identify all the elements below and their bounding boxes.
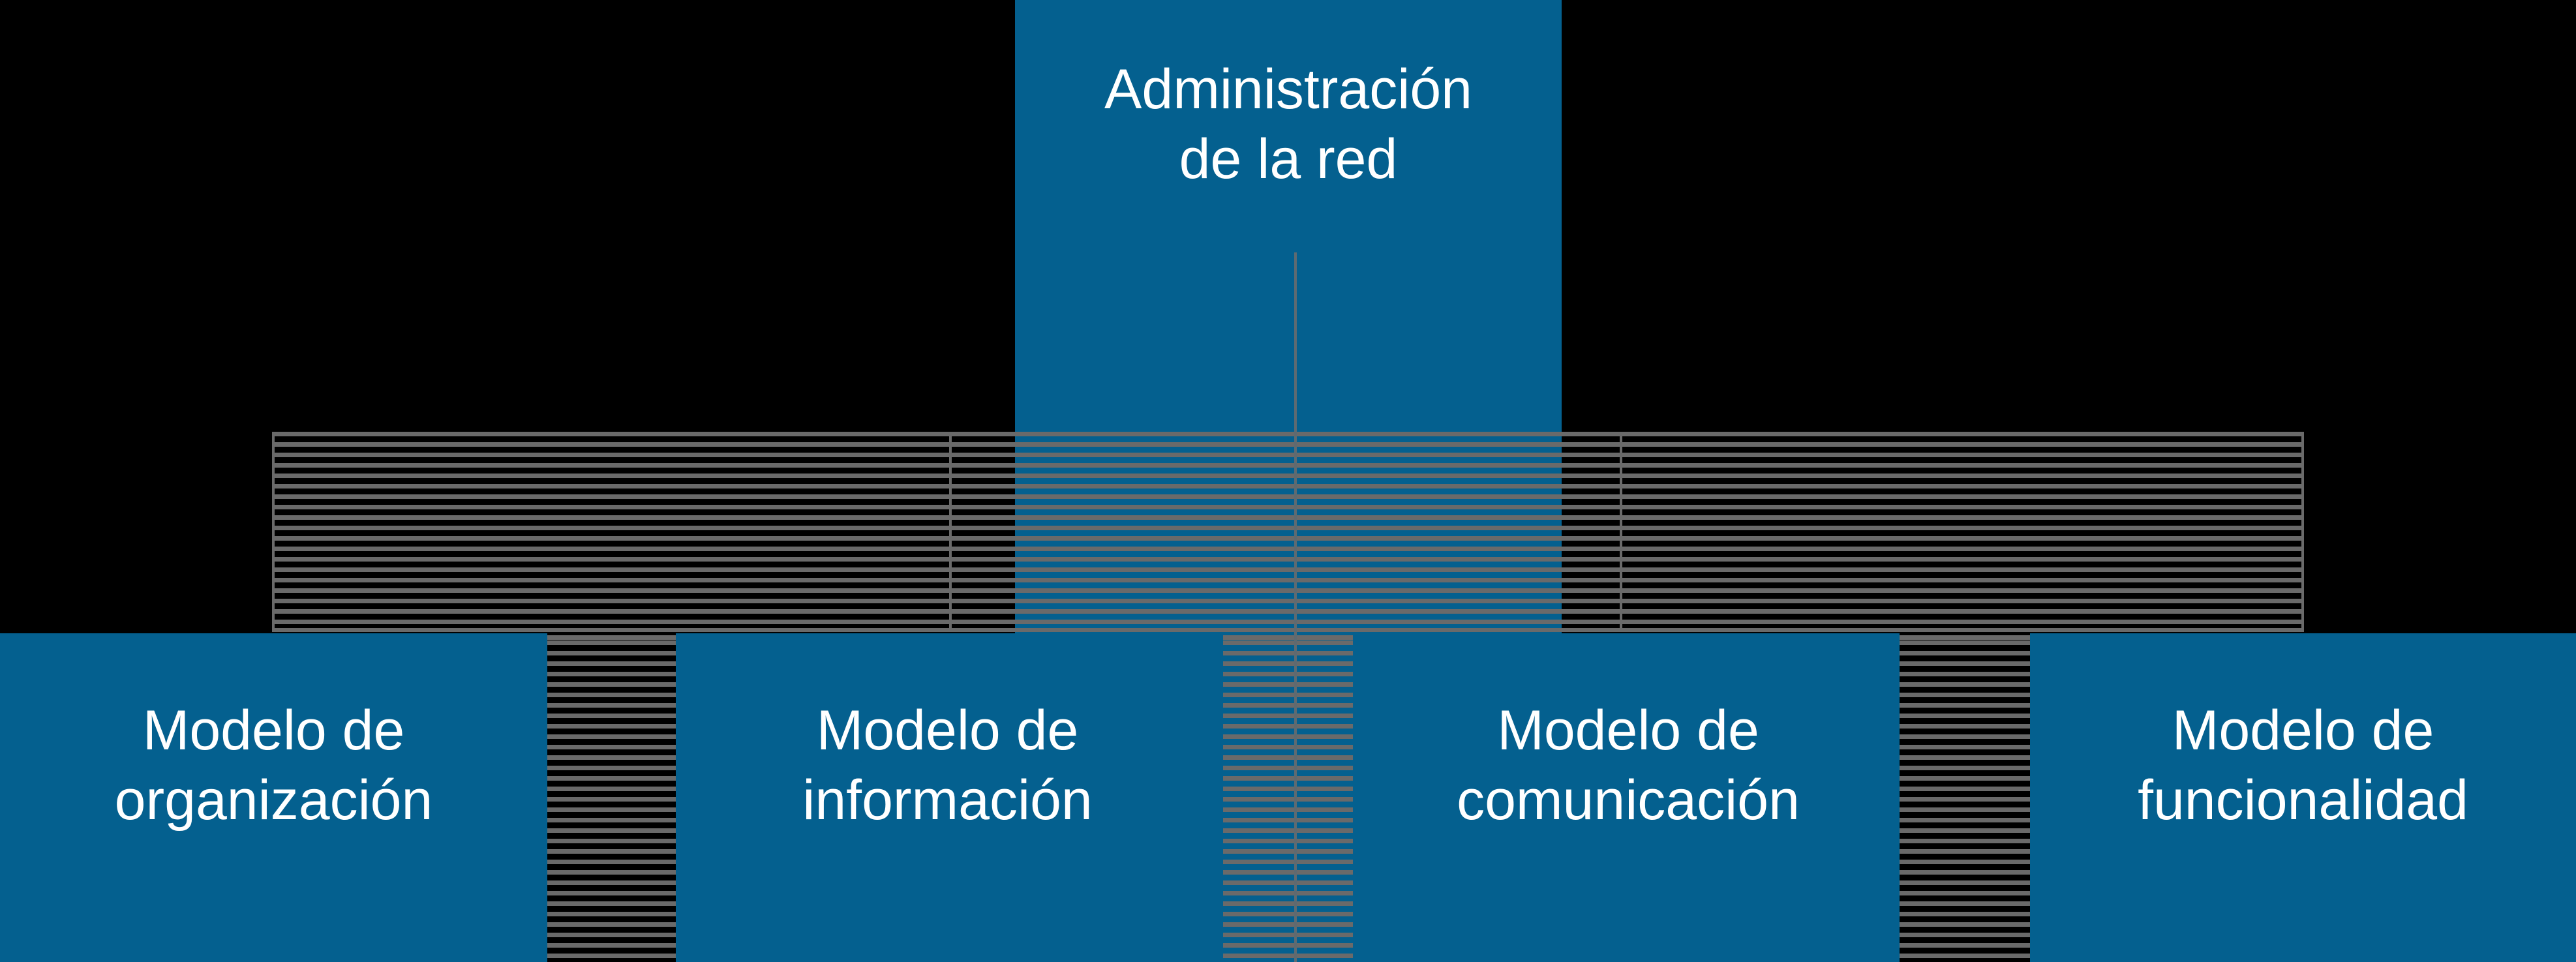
- node-label: Modelo de funcionalidad: [2030, 696, 2576, 835]
- connector-column-center: [1223, 633, 1353, 962]
- node-label: Modelo de información: [676, 696, 1219, 835]
- node-label-line: Modelo de: [142, 699, 405, 762]
- node-modelo-de-organizacion: Modelo de organización: [0, 633, 547, 962]
- node-label: Administración de la red: [1015, 55, 1562, 194]
- node-label-line: Administración: [1104, 58, 1472, 121]
- connector-line-vertical: [1294, 252, 1297, 962]
- connector-band-divider: [1620, 432, 1622, 628]
- connector-band-divider: [949, 432, 952, 628]
- node-label-line: Modelo de: [816, 699, 1079, 762]
- node-label-line: Modelo de: [2172, 699, 2434, 762]
- connector-column-left: [547, 633, 676, 962]
- node-modelo-de-comunicacion: Modelo de comunicación: [1357, 633, 1900, 962]
- node-label-line: comunicación: [1457, 769, 1800, 832]
- node-label-line: funcionalidad: [2138, 769, 2468, 832]
- node-label-line: Modelo de: [1497, 699, 1759, 762]
- connector-band: [272, 432, 2304, 632]
- node-label-line: organización: [114, 769, 433, 832]
- connector-column-right: [1900, 633, 2030, 962]
- node-modelo-de-funcionalidad: Modelo de funcionalidad: [2030, 633, 2576, 962]
- node-label-line: de la red: [1179, 128, 1398, 190]
- node-label-line: información: [802, 769, 1093, 832]
- node-label: Modelo de comunicación: [1357, 696, 1900, 835]
- node-label: Modelo de organización: [0, 696, 547, 835]
- node-modelo-de-informacion: Modelo de información: [676, 633, 1219, 962]
